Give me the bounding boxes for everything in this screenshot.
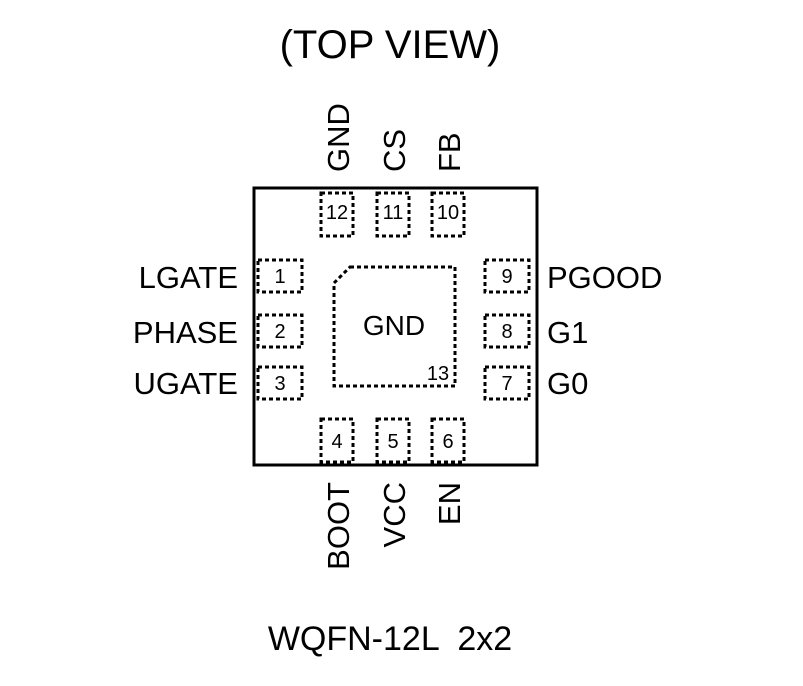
pin-8-pad bbox=[483, 313, 531, 349]
pin-4-label: BOOT bbox=[321, 482, 356, 570]
pin-5-pad bbox=[375, 417, 411, 464]
pin-6-label: EN bbox=[432, 482, 467, 525]
pin-2-pad bbox=[256, 313, 304, 349]
pin-3-pad bbox=[256, 365, 304, 401]
pin-8-number: 8 bbox=[501, 321, 512, 343]
package-body bbox=[252, 186, 539, 467]
pin-2-number: 2 bbox=[274, 321, 285, 343]
pin-7-number: 7 bbox=[501, 373, 512, 395]
pin-11-number: 11 bbox=[383, 202, 404, 224]
pin-12-number: 12 bbox=[326, 202, 348, 224]
pin-1-label: LGATE bbox=[139, 260, 238, 295]
pin-6-pad bbox=[430, 417, 466, 464]
pin-9-pad bbox=[483, 258, 531, 294]
pin-6-number: 6 bbox=[442, 431, 453, 453]
exposed-pad-label: GND bbox=[363, 310, 425, 341]
pin-10-pad bbox=[430, 191, 466, 238]
pin-5-number: 5 bbox=[387, 431, 398, 453]
pin-12-pad bbox=[319, 191, 355, 238]
pin-1-number: 1 bbox=[274, 266, 285, 288]
pin-7-label: G0 bbox=[547, 366, 588, 401]
pin-4-number: 4 bbox=[331, 431, 342, 453]
pin-3-label: UGATE bbox=[134, 366, 239, 401]
package-name: WQFN-12L 2x2 bbox=[268, 620, 512, 658]
pin-4-pad bbox=[319, 417, 355, 464]
pin-12-label: GND bbox=[321, 103, 356, 172]
pin-1-pad bbox=[256, 258, 304, 294]
pin-10-number: 10 bbox=[437, 202, 459, 224]
pin-11-pad bbox=[375, 191, 411, 238]
pin-9-number: 9 bbox=[501, 266, 512, 288]
pin-11-label: CS bbox=[377, 129, 412, 172]
diagram-title: (TOP VIEW) bbox=[280, 23, 501, 67]
exposed-pad-number: 13 bbox=[427, 363, 449, 385]
pin-3-number: 3 bbox=[274, 373, 285, 395]
pin-10-label: FB bbox=[432, 132, 467, 172]
pin-5-label: VCC bbox=[377, 482, 412, 547]
pin-9-label: PGOOD bbox=[547, 260, 662, 295]
pin-7-pad bbox=[483, 365, 531, 401]
pin-8-label: G1 bbox=[547, 315, 588, 350]
exposed-pad bbox=[332, 265, 457, 388]
pin-2-label: PHASE bbox=[133, 315, 238, 350]
